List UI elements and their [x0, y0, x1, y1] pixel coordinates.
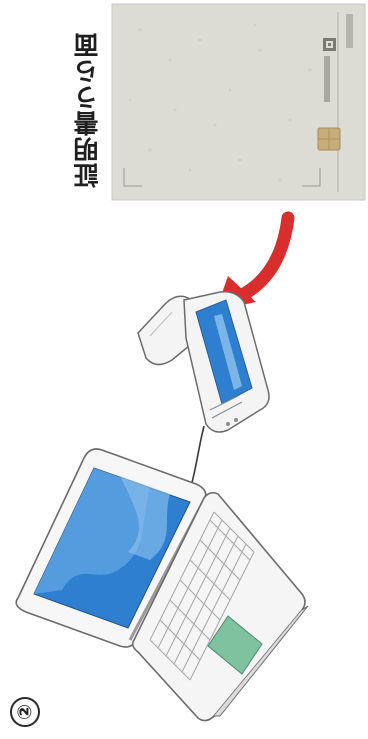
certificate-card-back — [112, 4, 365, 200]
card-caption-text: 証明書うら面 — [70, 32, 106, 188]
card-reader-icon — [138, 292, 269, 432]
qr-code-icon — [323, 38, 336, 51]
card-caption: 証明書うら面 — [64, 10, 112, 210]
usb-cable — [190, 426, 204, 490]
step-number: ② — [10, 697, 40, 727]
ic-chip-icon — [318, 128, 340, 150]
laptop-computer-icon — [16, 449, 308, 721]
